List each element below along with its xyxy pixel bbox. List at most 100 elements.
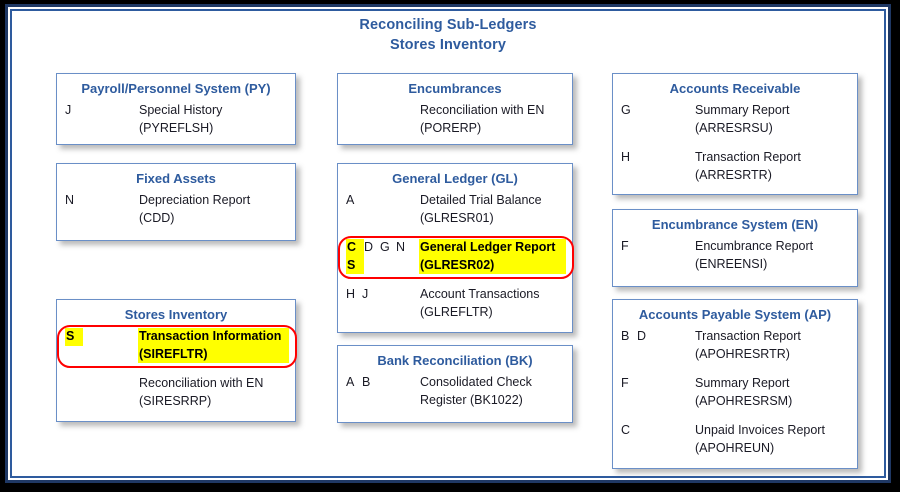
system-box-payroll-personnel-system: Payroll/Personnel System (PY) J Special Hi… — [56, 73, 296, 145]
report-label-line: (CDD) — [139, 210, 175, 225]
report-label: Encumbrance Report (ENREENSI) — [695, 238, 851, 273]
report-code-letters: J — [57, 102, 139, 120]
code-letter: N — [396, 240, 406, 254]
report-label-line: (PYREFLSH) — [139, 120, 214, 135]
report-label-line: Account Transactions — [420, 287, 540, 301]
report-label: Unpaid Invoices Report (APOHREUN) — [695, 422, 851, 457]
box-heading-encumbrances: Encumbrances — [408, 81, 502, 96]
diagram-outer-frame: Reconciling Sub-Ledgers Stores Inventory… — [5, 4, 891, 483]
report-code-letters: G — [613, 102, 695, 120]
report-row: J Special History (PYREFLSH) — [57, 100, 295, 139]
report-row: N Depreciation Report (CDD) — [57, 190, 295, 229]
code-letter: G — [380, 240, 390, 254]
report-label-line: Reconciliation with EN — [139, 376, 264, 390]
diagram-title-line2: Stores Inventory — [389, 37, 507, 53]
code-letter: C — [346, 239, 364, 257]
report-rows: S Transaction Information(SIREFLTR) Reconc… — [57, 326, 295, 412]
code-letter: C — [621, 423, 631, 437]
box-heading-encumbrance-system: Encumbrance System (EN) — [651, 217, 819, 232]
system-box-general-ledger: General Ledger (GL) A Detailed Trial Balan… — [337, 163, 574, 333]
code-letter: J — [362, 287, 369, 301]
report-row: A Detailed Trial Balance (GLRESR01) — [338, 190, 572, 229]
report-label-line: Register (BK1022) — [420, 392, 523, 407]
code-letter: B — [362, 375, 371, 389]
report-label-line: (GLREFLTR) — [420, 304, 493, 319]
code-letter: J — [65, 103, 72, 117]
code-letter: H — [621, 150, 631, 164]
code-letter: S — [65, 328, 83, 346]
report-label-line: Detailed Trial Balance — [420, 193, 542, 207]
report-row-highlighted: S Transaction Information(SIREFLTR) — [57, 326, 295, 365]
box-heading-general-ledger: General Ledger (GL) — [392, 171, 518, 186]
box-heading-bank-reconciliation: Bank Reconciliation (BK) — [377, 353, 533, 368]
report-label-line: Transaction Information — [139, 329, 282, 343]
report-row: H Transaction Report(ARRESRTR) — [613, 147, 857, 186]
report-label-line: Reconciliation with EN — [420, 103, 545, 117]
report-label-line: (GLRESR01) — [420, 210, 494, 225]
report-label-line: (ARRESRTR) — [695, 167, 772, 182]
report-label: Account Transactions (GLREFLTR) — [420, 286, 566, 321]
code-letter: S — [346, 256, 364, 274]
report-code-letters: A — [338, 192, 420, 210]
report-rows: G Summary Report(ARRESRSU) H Transaction Re… — [613, 100, 857, 186]
code-letter: F — [621, 239, 629, 253]
system-box-encumbrance-system: Encumbrance System (EN) F Encumbrance Repo… — [612, 209, 858, 287]
report-row: F Summary Report (APOHRESRSM) — [613, 373, 857, 412]
report-label: Reconciliation with EN (SIRESRRP) — [139, 375, 289, 410]
report-label-line: (GLRESR02) — [420, 257, 495, 272]
report-code-letters: F — [613, 375, 695, 393]
report-label: Transaction Information(SIREFLTR) — [138, 328, 289, 363]
report-code-letters: H — [613, 149, 695, 167]
report-label: Transaction Report(APOHRESRTR) — [695, 328, 851, 363]
box-heading-accounts-receivable: Accounts Receivable — [669, 81, 801, 96]
diagram-title-line1: Reconciling Sub-Ledgers — [359, 17, 537, 33]
report-code-letters: S — [57, 328, 139, 346]
report-rows: N Depreciation Report (CDD) — [57, 190, 295, 229]
report-label-line: (SIRESRRP) — [139, 393, 212, 408]
code-letter: H — [346, 287, 356, 301]
box-heading-fixed-assets: Fixed Assets — [136, 171, 216, 186]
report-label-line: Encumbrance Report — [695, 239, 814, 253]
report-label: Summary Report(ARRESRSU) — [695, 102, 851, 137]
report-label: Reconciliation with EN (PORERP) — [420, 102, 566, 137]
report-label-line: (ARRESRSU) — [695, 120, 773, 135]
report-label: Special History (PYREFLSH) — [139, 102, 289, 137]
report-row: F Encumbrance Report (ENREENSI) — [613, 236, 857, 275]
report-code-letters: F — [613, 238, 695, 256]
report-rows: J Special History (PYREFLSH) — [57, 100, 295, 139]
code-letter: F — [621, 376, 629, 390]
box-heading-payroll-personnel-system: Payroll/Personnel System (PY) — [81, 81, 271, 96]
report-label: Detailed Trial Balance (GLRESR01) — [420, 192, 566, 227]
report-label-line: Unpaid Invoices Report — [695, 423, 825, 437]
report-label-line: (APOHRESRSM) — [695, 393, 793, 408]
report-label: General Ledger Report(GLRESR02) — [419, 239, 566, 274]
code-letter: D — [637, 329, 647, 343]
box-heading-accounts-payable-system: Accounts Payable System (AP) — [638, 307, 832, 322]
code-letter: N — [65, 193, 75, 207]
report-label: Transaction Report(ARRESRTR) — [695, 149, 851, 184]
report-label-line: (APOHREUN) — [695, 440, 775, 455]
report-label-line: (ENREENSI) — [695, 256, 768, 271]
report-rows: F Encumbrance Report (ENREENSI) — [613, 236, 857, 275]
code-letter: G — [621, 103, 631, 117]
code-letter: A — [346, 375, 355, 389]
report-label-line: (PORERP) — [420, 120, 482, 135]
code-letter: D — [364, 240, 374, 254]
report-label-line: Special History — [139, 103, 223, 117]
code-letter: A — [346, 193, 355, 207]
report-label-line: Consolidated Check — [420, 375, 532, 389]
diagram-title: Reconciling Sub-Ledgers Stores Inventory — [12, 15, 884, 55]
report-label-line: Summary Report — [695, 376, 790, 390]
report-label-line: Depreciation Report — [139, 193, 251, 207]
